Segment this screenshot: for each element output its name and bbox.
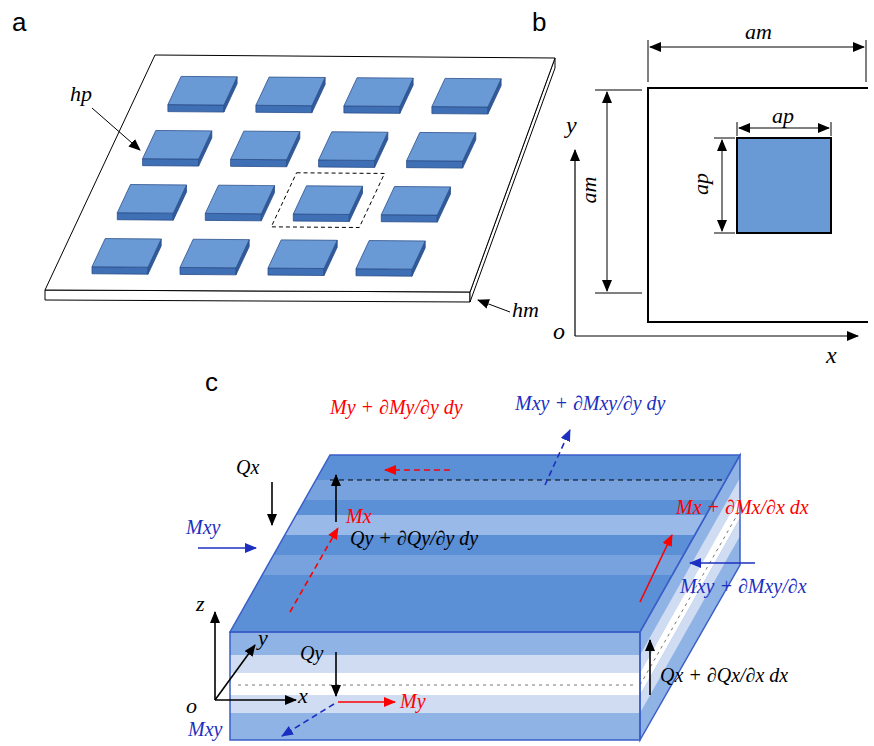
- patch-side: [92, 267, 148, 274]
- panel-letter: a: [12, 8, 26, 37]
- patch-side: [381, 215, 437, 222]
- patch-side: [143, 159, 199, 166]
- patch-side: [231, 159, 287, 166]
- math-label: x: [826, 342, 837, 368]
- math-label: Mxy: [188, 718, 222, 740]
- patch-top: [256, 77, 325, 106]
- math-label: hp: [70, 82, 92, 106]
- math-label: Mxy: [186, 516, 220, 538]
- math-label: z: [196, 592, 205, 616]
- unit-cell: [575, 40, 868, 336]
- math-label: y: [566, 112, 577, 138]
- math-label: Qy: [300, 642, 323, 664]
- patch-side: [344, 106, 400, 113]
- patch-top: [293, 186, 362, 215]
- patch-side: [205, 213, 261, 220]
- panel-letter: c: [205, 368, 218, 397]
- patch-side: [432, 107, 488, 114]
- unit-cell-outline: [271, 173, 384, 228]
- patch-side: [256, 105, 312, 112]
- math-label: y: [258, 626, 268, 650]
- patch-side: [407, 161, 463, 168]
- patch-top: [356, 241, 425, 270]
- math-label: Qy + ∂Qy/∂y dy: [350, 527, 478, 549]
- patch-top: [143, 130, 212, 159]
- math-label: Qx + ∂Qx/∂x dx: [660, 664, 788, 686]
- host-plate: [45, 55, 555, 302]
- patch-top: [319, 132, 388, 161]
- math-label: My + ∂My/∂y dy: [330, 396, 463, 418]
- patch-top: [407, 132, 476, 161]
- patch-top: [180, 239, 249, 268]
- patch-top: [432, 78, 501, 107]
- math-label: o: [186, 694, 197, 718]
- patch-top: [168, 76, 237, 105]
- math-label: Mxy + ∂Mxy/∂y dy: [515, 392, 665, 414]
- math-label: Qx: [236, 456, 259, 478]
- math-label: Mxy + ∂Mxy/∂x: [680, 575, 807, 597]
- patch-side: [319, 160, 375, 167]
- patch-side: [117, 213, 173, 220]
- patch-top: [205, 185, 274, 214]
- math-label: o: [553, 318, 565, 344]
- math-label: ap: [689, 173, 713, 195]
- math-label: x: [298, 684, 308, 708]
- patch-side: [268, 268, 324, 275]
- math-label: ap: [772, 104, 794, 128]
- patch-side: [180, 267, 236, 274]
- patch-top: [231, 131, 300, 160]
- patch-top: [268, 240, 337, 269]
- patch-top: [344, 78, 413, 107]
- piezo-patches: [92, 76, 501, 276]
- math-label: am: [577, 177, 601, 204]
- math-label: Mx: [346, 505, 372, 527]
- force-arrows: [92, 108, 755, 736]
- math-label: Mx + ∂Mx/∂x dx: [676, 496, 809, 518]
- panel-letter: b: [532, 8, 546, 37]
- patch-top: [381, 187, 450, 216]
- plate-element: [230, 455, 740, 740]
- patch-side: [293, 214, 349, 221]
- patch-side: [356, 269, 412, 276]
- patch-top: [117, 185, 186, 214]
- math-label: hm: [512, 298, 539, 322]
- math-label: am: [745, 20, 772, 44]
- patch-side: [168, 105, 224, 112]
- patch-top: [92, 239, 161, 268]
- math-label: My: [400, 690, 426, 712]
